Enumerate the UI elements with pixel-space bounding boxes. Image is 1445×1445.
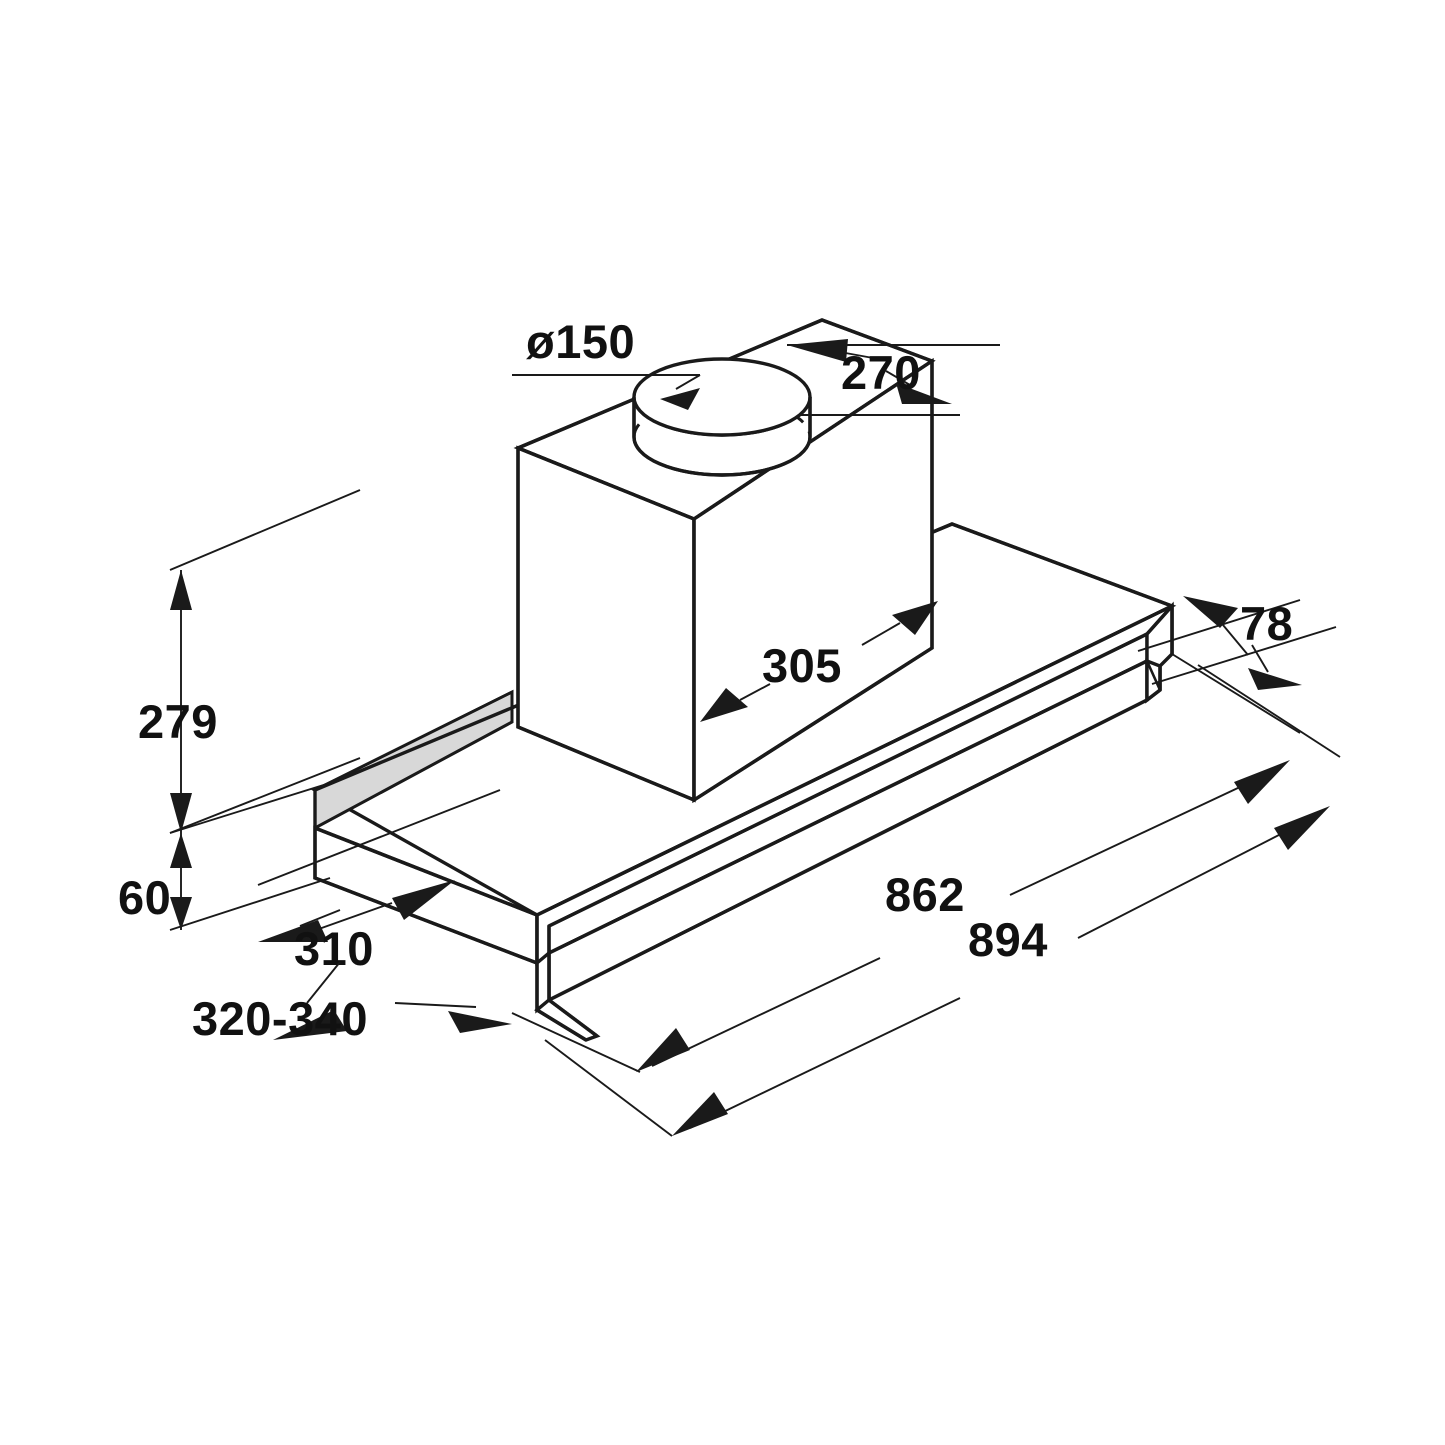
depth-310-ext-upper bbox=[257, 789, 501, 886]
width-305-leader-left bbox=[739, 683, 771, 701]
depth-320340-leader-left bbox=[306, 961, 341, 1004]
body-width-label: 862 bbox=[885, 868, 965, 921]
drawer-panel-bottom bbox=[548, 698, 1148, 1002]
motor-box-top-edge bbox=[517, 359, 933, 521]
total-height-label: 279 bbox=[138, 695, 218, 748]
height-279-ext-top bbox=[169, 489, 361, 571]
depth-310-arrow-right bbox=[392, 880, 455, 920]
width-894-leader-left bbox=[689, 997, 961, 1129]
depth-320340-arrow-left bbox=[273, 1010, 347, 1040]
depth-270-leader-a bbox=[839, 351, 885, 361]
width-862-arrow-right bbox=[1234, 760, 1290, 804]
width-894-ext-left bbox=[544, 1039, 673, 1137]
duct-diameter-label: ø150 bbox=[526, 315, 635, 368]
width-862-ext-left bbox=[511, 1012, 641, 1073]
height-60-ext-bottom bbox=[169, 877, 331, 931]
width-862-leader-right bbox=[1009, 771, 1273, 896]
rail-offset-label: 78 bbox=[1240, 597, 1293, 650]
width-894-arrow-right bbox=[1274, 806, 1330, 850]
height-60-arrow-top bbox=[170, 833, 192, 868]
rail-78-arrow-upper bbox=[1183, 596, 1238, 628]
front-panel-height-label: 60 bbox=[118, 871, 171, 924]
depth-270-arrow-left bbox=[787, 339, 848, 362]
dim-duct-diameter: ø150 bbox=[512, 315, 701, 410]
duct-collar-group bbox=[632, 357, 812, 477]
rail-78-leader-lower bbox=[1251, 644, 1269, 673]
width-862-leader-left bbox=[651, 957, 881, 1067]
drawer-band-top bbox=[548, 632, 1148, 928]
duct-collar-top-ellipse bbox=[632, 357, 812, 437]
drawer-lip-right bbox=[547, 998, 599, 1038]
height-279-arrow-bottom bbox=[170, 793, 192, 833]
hood-flange-edge bbox=[314, 690, 513, 792]
dim-motor-box-depth: 270 bbox=[787, 339, 1000, 416]
hood-outline-b bbox=[313, 790, 539, 1010]
width-894-arrow-left bbox=[672, 1092, 728, 1136]
dim-overall-width: 894 bbox=[544, 664, 1341, 1137]
dim-total-height: 279 bbox=[138, 489, 361, 834]
drawer-lip-end bbox=[585, 1034, 598, 1042]
hood-flange-top bbox=[314, 692, 514, 830]
drawer-lip-left bbox=[536, 1008, 587, 1042]
dim-front-panel-height: 60 bbox=[118, 782, 331, 931]
right-rail-connector bbox=[1146, 688, 1161, 702]
body-depth-label: 310 bbox=[294, 922, 374, 975]
depth-270-arrow-right bbox=[896, 383, 952, 404]
dim-depth-extended: 320-340 bbox=[192, 961, 512, 1045]
drawer-band-bottom bbox=[548, 659, 1148, 955]
dim-body-width: 862 bbox=[511, 653, 1301, 1073]
dim-body-depth: 310 bbox=[257, 789, 501, 975]
depth-320340-arrow-right bbox=[448, 1011, 512, 1033]
height-60-ext-top bbox=[169, 782, 331, 834]
width-305-arrow-right bbox=[892, 601, 938, 635]
height-279-ext-bottom bbox=[169, 757, 361, 834]
width-305-arrow-left bbox=[700, 688, 748, 722]
depth-extended-label: 320-340 bbox=[192, 992, 368, 1045]
dim-motor-box-width: 305 bbox=[700, 601, 938, 722]
height-279-arrow-top bbox=[170, 570, 192, 610]
width-894-leader-right bbox=[1077, 817, 1313, 939]
motor-box-depth-label: 270 bbox=[841, 346, 921, 399]
depth-310-leader-right bbox=[315, 902, 393, 931]
duct-diameter-arrow bbox=[660, 388, 700, 410]
duct-diameter-leader-angled bbox=[675, 374, 701, 390]
right-rail-inner bbox=[1145, 604, 1174, 636]
drawer-bottom-lip bbox=[534, 997, 601, 1042]
motor-box-width-label: 305 bbox=[762, 639, 842, 692]
overall-width-label: 894 bbox=[968, 913, 1048, 966]
depth-310-leader-left bbox=[299, 909, 341, 927]
depth-320340-leader-right bbox=[394, 1002, 477, 1008]
depth-270-leader-b bbox=[885, 370, 911, 386]
width-862-arrow-left bbox=[636, 1028, 690, 1072]
dim-rail-offset: 78 bbox=[1137, 596, 1337, 690]
depth-310-arrow-left bbox=[258, 920, 328, 942]
motor-box-outline-a bbox=[516, 318, 934, 802]
rail-78-arrow-lower bbox=[1248, 668, 1302, 690]
width-862-ext-right bbox=[1171, 653, 1301, 734]
duct-collar-lower-rim bbox=[632, 436, 812, 477]
width-894-ext-right bbox=[1197, 664, 1341, 758]
rail-78-ext-b bbox=[1151, 626, 1337, 685]
width-305-leader-right bbox=[861, 622, 901, 646]
height-60-arrow-bottom bbox=[170, 897, 192, 930]
